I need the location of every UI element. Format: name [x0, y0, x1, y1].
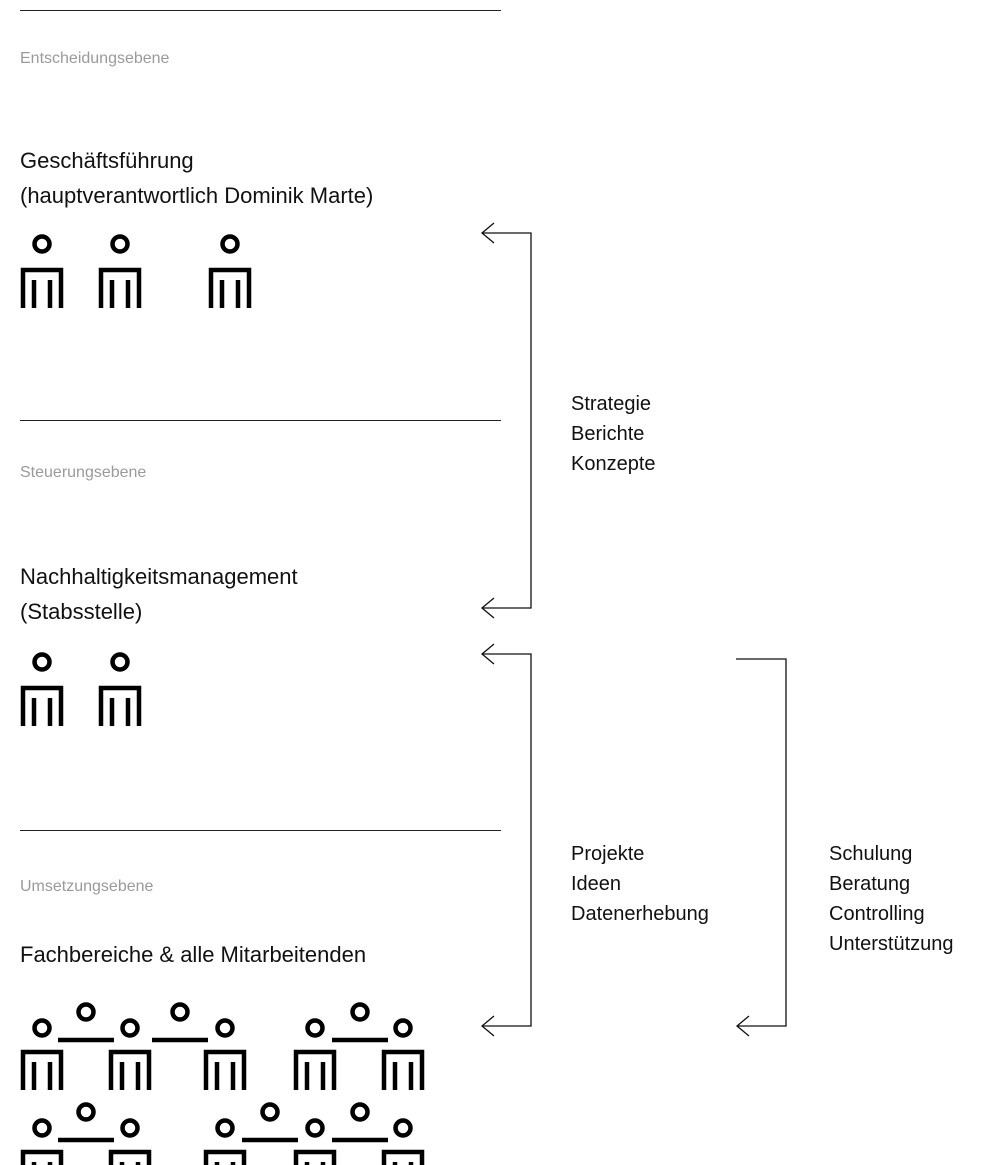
person-icon: [58, 1002, 114, 1043]
arrowhead-icon: [480, 222, 495, 244]
connector-strategy: [483, 232, 532, 609]
level-title-decision: Geschäftsführung (hauptverantwortlich Do…: [20, 143, 373, 213]
divider-implementation: [20, 830, 501, 831]
level-title-implementation: Fachbereiche & alle Mitarbeitenden: [20, 937, 366, 972]
person-icon: [293, 1118, 337, 1165]
person-icon: [20, 1018, 64, 1090]
level-label-implementation: Umsetzungsebene: [20, 878, 154, 895]
person-icon: [20, 234, 64, 308]
person-icon: [381, 1018, 425, 1090]
title-line: Geschäftsführung: [20, 148, 194, 173]
flow-item: Strategie: [571, 393, 652, 415]
title-line: (hauptverantwortlich Dominik Marte): [20, 183, 374, 208]
person-icon: [20, 1118, 64, 1165]
flow-item: Konzepte: [571, 453, 656, 475]
level-label-steering: Steuerungsebene: [20, 464, 147, 481]
connector-upward: [483, 653, 532, 1027]
person-icon: [381, 1118, 425, 1165]
level-label-decision: Entscheidungsebene: [20, 50, 170, 67]
people-group: [20, 234, 425, 1165]
flow-list-support: Schulung Beratung Controlling Unterstütz…: [829, 839, 954, 959]
flow-item: Berichte: [571, 423, 645, 445]
person-icon: [208, 234, 252, 308]
level-title-steering: Nachhaltigkeitsmanagement (Stabsstelle): [20, 559, 298, 629]
person-icon: [203, 1018, 247, 1090]
flow-item: Schulung: [829, 843, 913, 865]
person-icon: [58, 1102, 114, 1143]
title-line: (Stabsstelle): [20, 599, 143, 624]
flow-item: Datenerhebung: [571, 903, 709, 925]
title-line: Fachbereiche & alle Mitarbeitenden: [20, 942, 367, 967]
connector-support: [736, 658, 787, 1027]
flow-item: Unterstützung: [829, 933, 954, 955]
person-icon: [293, 1018, 337, 1090]
divider-steering: [20, 420, 501, 421]
flow-item: Projekte: [571, 843, 645, 865]
flow-list-upward: Projekte Ideen Datenerhebung: [571, 839, 709, 929]
flow-list-strategy: Strategie Berichte Konzepte: [571, 389, 656, 479]
arrowhead-icon: [480, 643, 495, 665]
arrowhead-icon: [735, 1015, 750, 1037]
arrowhead-icon: [480, 597, 495, 619]
person-icon: [98, 234, 142, 308]
divider-decision: [20, 10, 501, 11]
flow-item: Ideen: [571, 873, 622, 895]
title-line: Nachhaltigkeitsmanagement: [20, 564, 298, 589]
person-icon: [108, 1018, 152, 1090]
flow-item: Beratung: [829, 873, 911, 895]
person-icon: [98, 652, 142, 726]
person-icon: [20, 652, 64, 726]
person-icon: [203, 1118, 247, 1165]
person-icon: [242, 1102, 298, 1143]
person-icon: [152, 1002, 208, 1043]
person-icon: [332, 1102, 388, 1143]
person-icon: [108, 1118, 152, 1165]
arrowhead-icon: [480, 1015, 495, 1037]
person-icon: [332, 1002, 388, 1043]
flow-item: Controlling: [829, 903, 925, 925]
